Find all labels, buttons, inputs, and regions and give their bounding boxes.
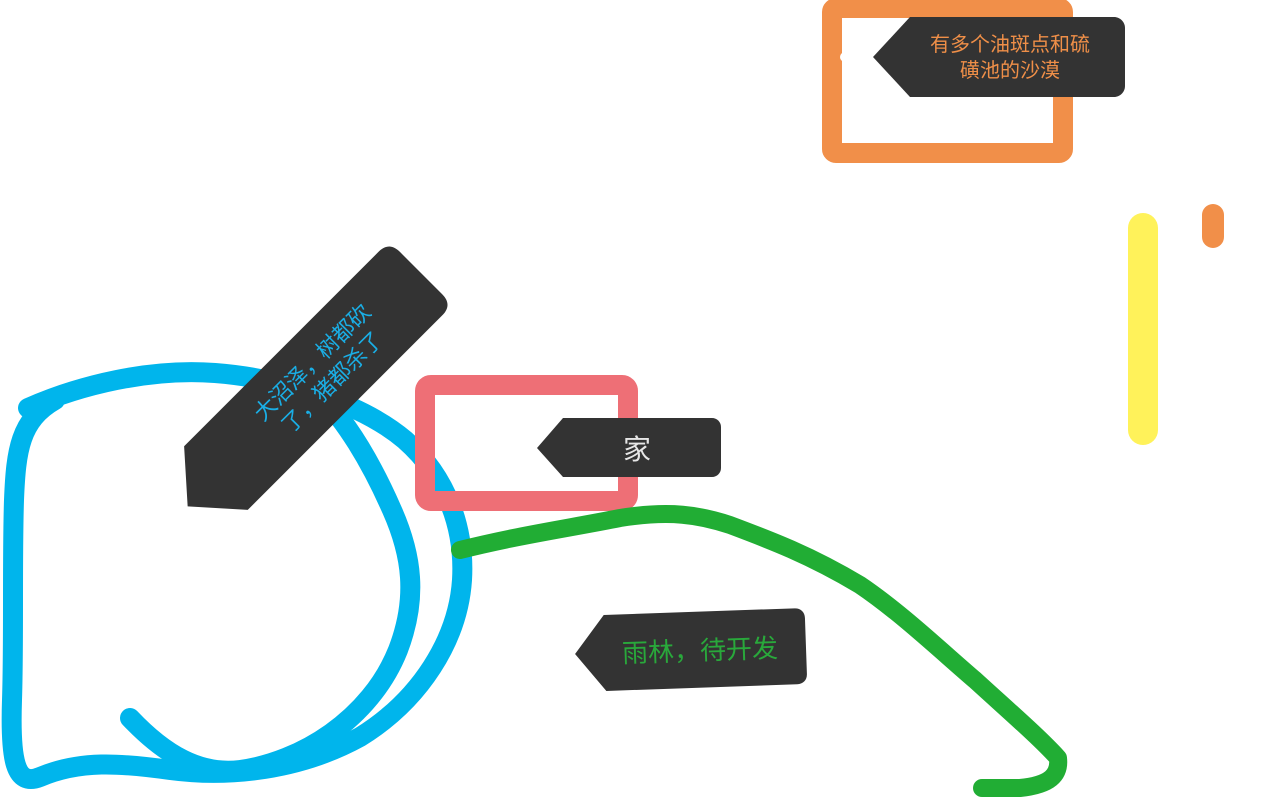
home-label: 家 [623, 433, 651, 466]
desert-marker-shape [873, 17, 1125, 97]
desert-marker-dot [840, 52, 850, 62]
rainforest-marker-shape [575, 608, 807, 691]
desert-label-line2: 磺池的沙漠 [960, 58, 1060, 82]
rainforest-label-marker[interactable]: 雨林，待开发 [574, 608, 808, 692]
swamp-inner-stroke [120, 385, 421, 781]
home-label-marker[interactable]: 家 [537, 418, 721, 477]
rainforest-boundary-stroke [451, 505, 1068, 797]
swamp-marker-shape [184, 246, 448, 510]
home-marker-shape [537, 418, 721, 477]
swamp-label-marker[interactable]: 大沼泽，树都砍 了，猪都杀了 [156, 241, 453, 538]
desert-label-line1: 有多个油斑点和硫 [930, 32, 1090, 56]
rainforest-label: 雨林，待开发 [622, 634, 779, 669]
desert-label-marker[interactable]: 有多个油斑点和硫 磺池的沙漠 [840, 17, 1125, 97]
